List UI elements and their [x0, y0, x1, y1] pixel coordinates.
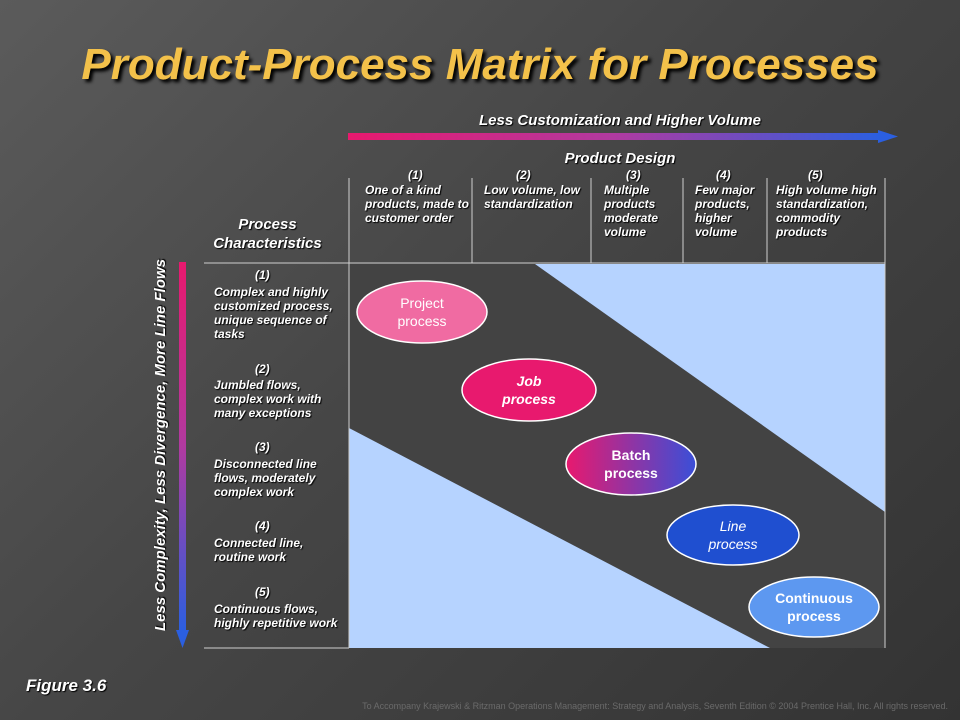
column-3-text: Multiple products moderate volume: [604, 183, 659, 239]
column-2-number: (2): [516, 168, 531, 182]
row-4-text: Connected line, routine work: [214, 536, 304, 564]
job-process-label: Job process: [479, 372, 579, 408]
column-3-number: (3): [626, 168, 641, 182]
project-process-line1: Project: [400, 295, 444, 311]
figure-label: Figure 3.6: [26, 676, 107, 695]
job-process-line1: Job: [516, 373, 542, 389]
copyright-footer: To Accompany Krajewski & Ritzman Operati…: [362, 701, 948, 711]
project-process-label: Project process: [372, 294, 472, 330]
row-4-number: (4): [255, 519, 270, 533]
batch-process-ellipse: [565, 432, 697, 496]
column-4-number: (4): [716, 168, 731, 182]
column-5-text: High volume high standardization, commod…: [776, 183, 877, 239]
continuous-process-ellipse: [748, 576, 880, 638]
column-2-text: Low volume, low standardization: [484, 183, 581, 211]
line-process-line1: Line: [719, 518, 747, 534]
row-3-number: (3): [255, 440, 270, 454]
top-axis-arrow: [348, 130, 898, 143]
line-process-line2: process: [708, 536, 758, 552]
column-4-text: Few major products, higher volume: [695, 183, 755, 239]
batch-process-line2: process: [604, 465, 658, 481]
continuous-process-label: Continuous process: [759, 589, 869, 625]
project-process-line2: process: [397, 313, 447, 329]
job-process-line2: process: [502, 391, 556, 407]
continuous-process-line1: Continuous: [775, 590, 853, 606]
product-design-label: Product Design: [564, 150, 676, 167]
process-characteristics-label: Process Characteristics: [213, 216, 322, 252]
batch-process-line1: Batch: [611, 447, 651, 463]
row-1-text: Complex and highly customized process, u…: [214, 285, 333, 341]
top-axis-label: Less Customization and Higher Volume: [479, 112, 761, 129]
row-5-text: Continuous flows, highly repetitive work: [214, 602, 338, 630]
row-2-text: Jumbled flows, complex work with many ex…: [214, 378, 322, 420]
column-1-text: One of a kind products, made to customer…: [365, 183, 470, 225]
column-5-number: (5): [808, 168, 823, 182]
project-process-ellipse: [356, 280, 488, 344]
grid-lines: [204, 178, 886, 649]
batch-process-label: Batch process: [581, 446, 681, 482]
row-5-number: (5): [255, 585, 270, 599]
continuous-process-line2: process: [787, 608, 841, 624]
row-1-number: (1): [255, 268, 270, 282]
row-2-number: (2): [255, 362, 270, 376]
page-title: Product-Process Matrix for Processes: [81, 40, 879, 89]
row-3-text: Disconnected line flows, moderately comp…: [214, 457, 317, 499]
side-axis-arrow: [176, 262, 189, 648]
column-1-number: (1): [408, 168, 423, 182]
job-process-ellipse: [461, 358, 597, 422]
line-process-label: Line process: [683, 517, 783, 553]
line-process-ellipse: [666, 504, 800, 566]
side-axis-label: Less Complexity, Less Divergence, More L…: [152, 258, 169, 632]
